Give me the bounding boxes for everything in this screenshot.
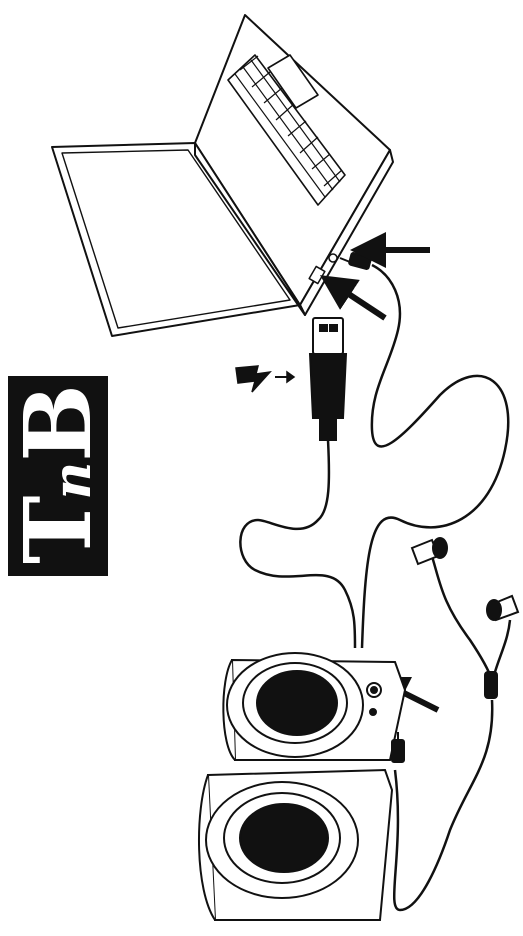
speaker-icon [223, 653, 405, 760]
usb-cable [240, 440, 355, 648]
arrow-icon [335, 250, 438, 710]
logo-wordmark: TnB [12, 388, 104, 564]
power-bolt-icon [236, 366, 294, 392]
usb-plug-icon [310, 318, 346, 440]
audio-cable [362, 265, 508, 648]
audio-jack-icon [340, 253, 371, 270]
earphones-icon [412, 538, 518, 698]
brand-logo: TnB © [8, 376, 108, 576]
speaker-icon [199, 770, 392, 920]
